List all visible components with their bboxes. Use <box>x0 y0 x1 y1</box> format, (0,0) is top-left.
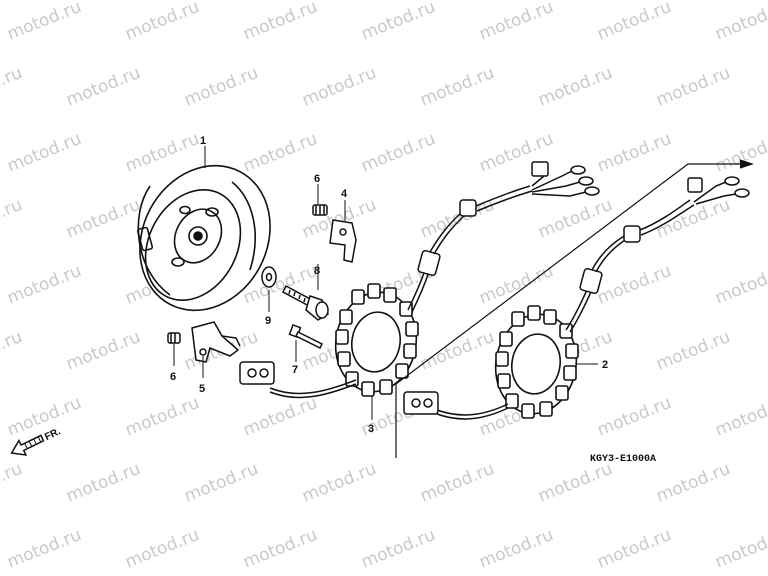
callout-8: 8 <box>314 265 320 277</box>
watermark-text: motod.ru <box>4 129 84 177</box>
bracket-5[interactable] <box>191 321 241 363</box>
watermark-text: motod.ru <box>535 63 615 111</box>
stator-3[interactable] <box>328 283 424 398</box>
stator-2-harness[interactable] <box>403 176 750 420</box>
watermark-text: motod.ru <box>0 195 25 243</box>
watermark-text: motod.ru <box>653 327 733 375</box>
watermark-text: motod.ru <box>476 525 556 573</box>
callout-9: 9 <box>265 315 271 327</box>
watermark-text: motod.ru <box>417 63 497 111</box>
watermark-text: motod.ru <box>63 459 143 507</box>
watermark-text: motod.ru <box>181 63 261 111</box>
watermark-text: motod.ru <box>4 261 84 309</box>
washer-9[interactable] <box>261 266 277 288</box>
watermark-text: motod.ru <box>653 459 733 507</box>
flywheel-part[interactable] <box>115 143 295 334</box>
watermark-text: motod.ru <box>122 525 202 573</box>
watermark-text: motod.ru <box>712 393 768 441</box>
watermark-text: motod.ru <box>358 129 438 177</box>
watermark-text: motod.ru <box>4 0 84 45</box>
stator-3-harness[interactable] <box>239 161 600 399</box>
watermark-text: motod.ru <box>358 525 438 573</box>
stator-2[interactable] <box>488 305 584 420</box>
watermark-text: motod.ru <box>0 63 25 111</box>
watermark-text: motod.ru <box>594 129 674 177</box>
diagram-part-code: KGY3-E1000A <box>590 454 656 465</box>
bolt-6-lower[interactable] <box>167 332 181 344</box>
watermark-text: motod.ru <box>4 525 84 573</box>
callout-1: 1 <box>200 135 206 147</box>
leader-lines <box>173 146 598 420</box>
watermark-text: motod.ru <box>653 63 733 111</box>
bolt-7[interactable] <box>288 323 324 350</box>
watermark-text: motod.ru <box>299 63 379 111</box>
watermark-text: motod.ru <box>358 0 438 45</box>
watermark-text: motod.ru <box>240 393 320 441</box>
inset-boundary <box>395 159 754 458</box>
watermark-text: motod.ru <box>0 327 25 375</box>
callout-3: 3 <box>368 423 374 435</box>
callout-7: 7 <box>292 364 298 376</box>
watermark-text: motod.ru <box>594 393 674 441</box>
front-direction-label: FR. <box>43 426 62 443</box>
callout-6-upper: 6 <box>314 173 320 185</box>
watermark-text: motod.ru <box>712 261 768 309</box>
bolt-6-upper[interactable] <box>312 204 328 216</box>
bolt-8[interactable] <box>282 284 329 321</box>
watermark-text: motod.ru <box>240 0 320 45</box>
watermark-text: motod.ru <box>653 195 733 243</box>
watermark-text: motod.ru <box>122 0 202 45</box>
watermark-text: motod.ru <box>535 195 615 243</box>
watermark-text: motod.ru <box>240 129 320 177</box>
watermark-text: motod.ru <box>181 459 261 507</box>
clamp-4[interactable] <box>329 219 357 263</box>
watermark-text: motod.ru <box>63 327 143 375</box>
watermark-text: motod.ru <box>122 393 202 441</box>
watermark-text: motod.ru <box>594 0 674 45</box>
callout-4: 4 <box>341 188 348 200</box>
watermark-text: motod.ru <box>240 525 320 573</box>
watermark-text: motod.ru <box>535 459 615 507</box>
watermark-text: motod.ru <box>417 459 497 507</box>
watermark-text: motod.ru <box>476 0 556 45</box>
watermark-text: motod.ru <box>63 195 143 243</box>
watermark-text: motod.ru <box>476 261 556 309</box>
watermark-text: motod.ru <box>63 63 143 111</box>
watermark-text: motod.ru <box>712 0 768 45</box>
watermark-text: motod.ru <box>299 459 379 507</box>
watermark-text: motod.ru <box>712 525 768 573</box>
watermark-text: motod.ru <box>594 261 674 309</box>
watermark-text: motod.ru <box>594 525 674 573</box>
watermark-text: motod.ru <box>122 129 202 177</box>
callout-5: 5 <box>199 383 205 395</box>
watermark-text: motod.ru <box>712 129 768 177</box>
callout-6-lower: 6 <box>170 371 176 383</box>
watermark-text: motod.ru <box>417 327 497 375</box>
callout-2: 2 <box>602 359 608 371</box>
watermark-text: motod.ru <box>0 459 25 507</box>
